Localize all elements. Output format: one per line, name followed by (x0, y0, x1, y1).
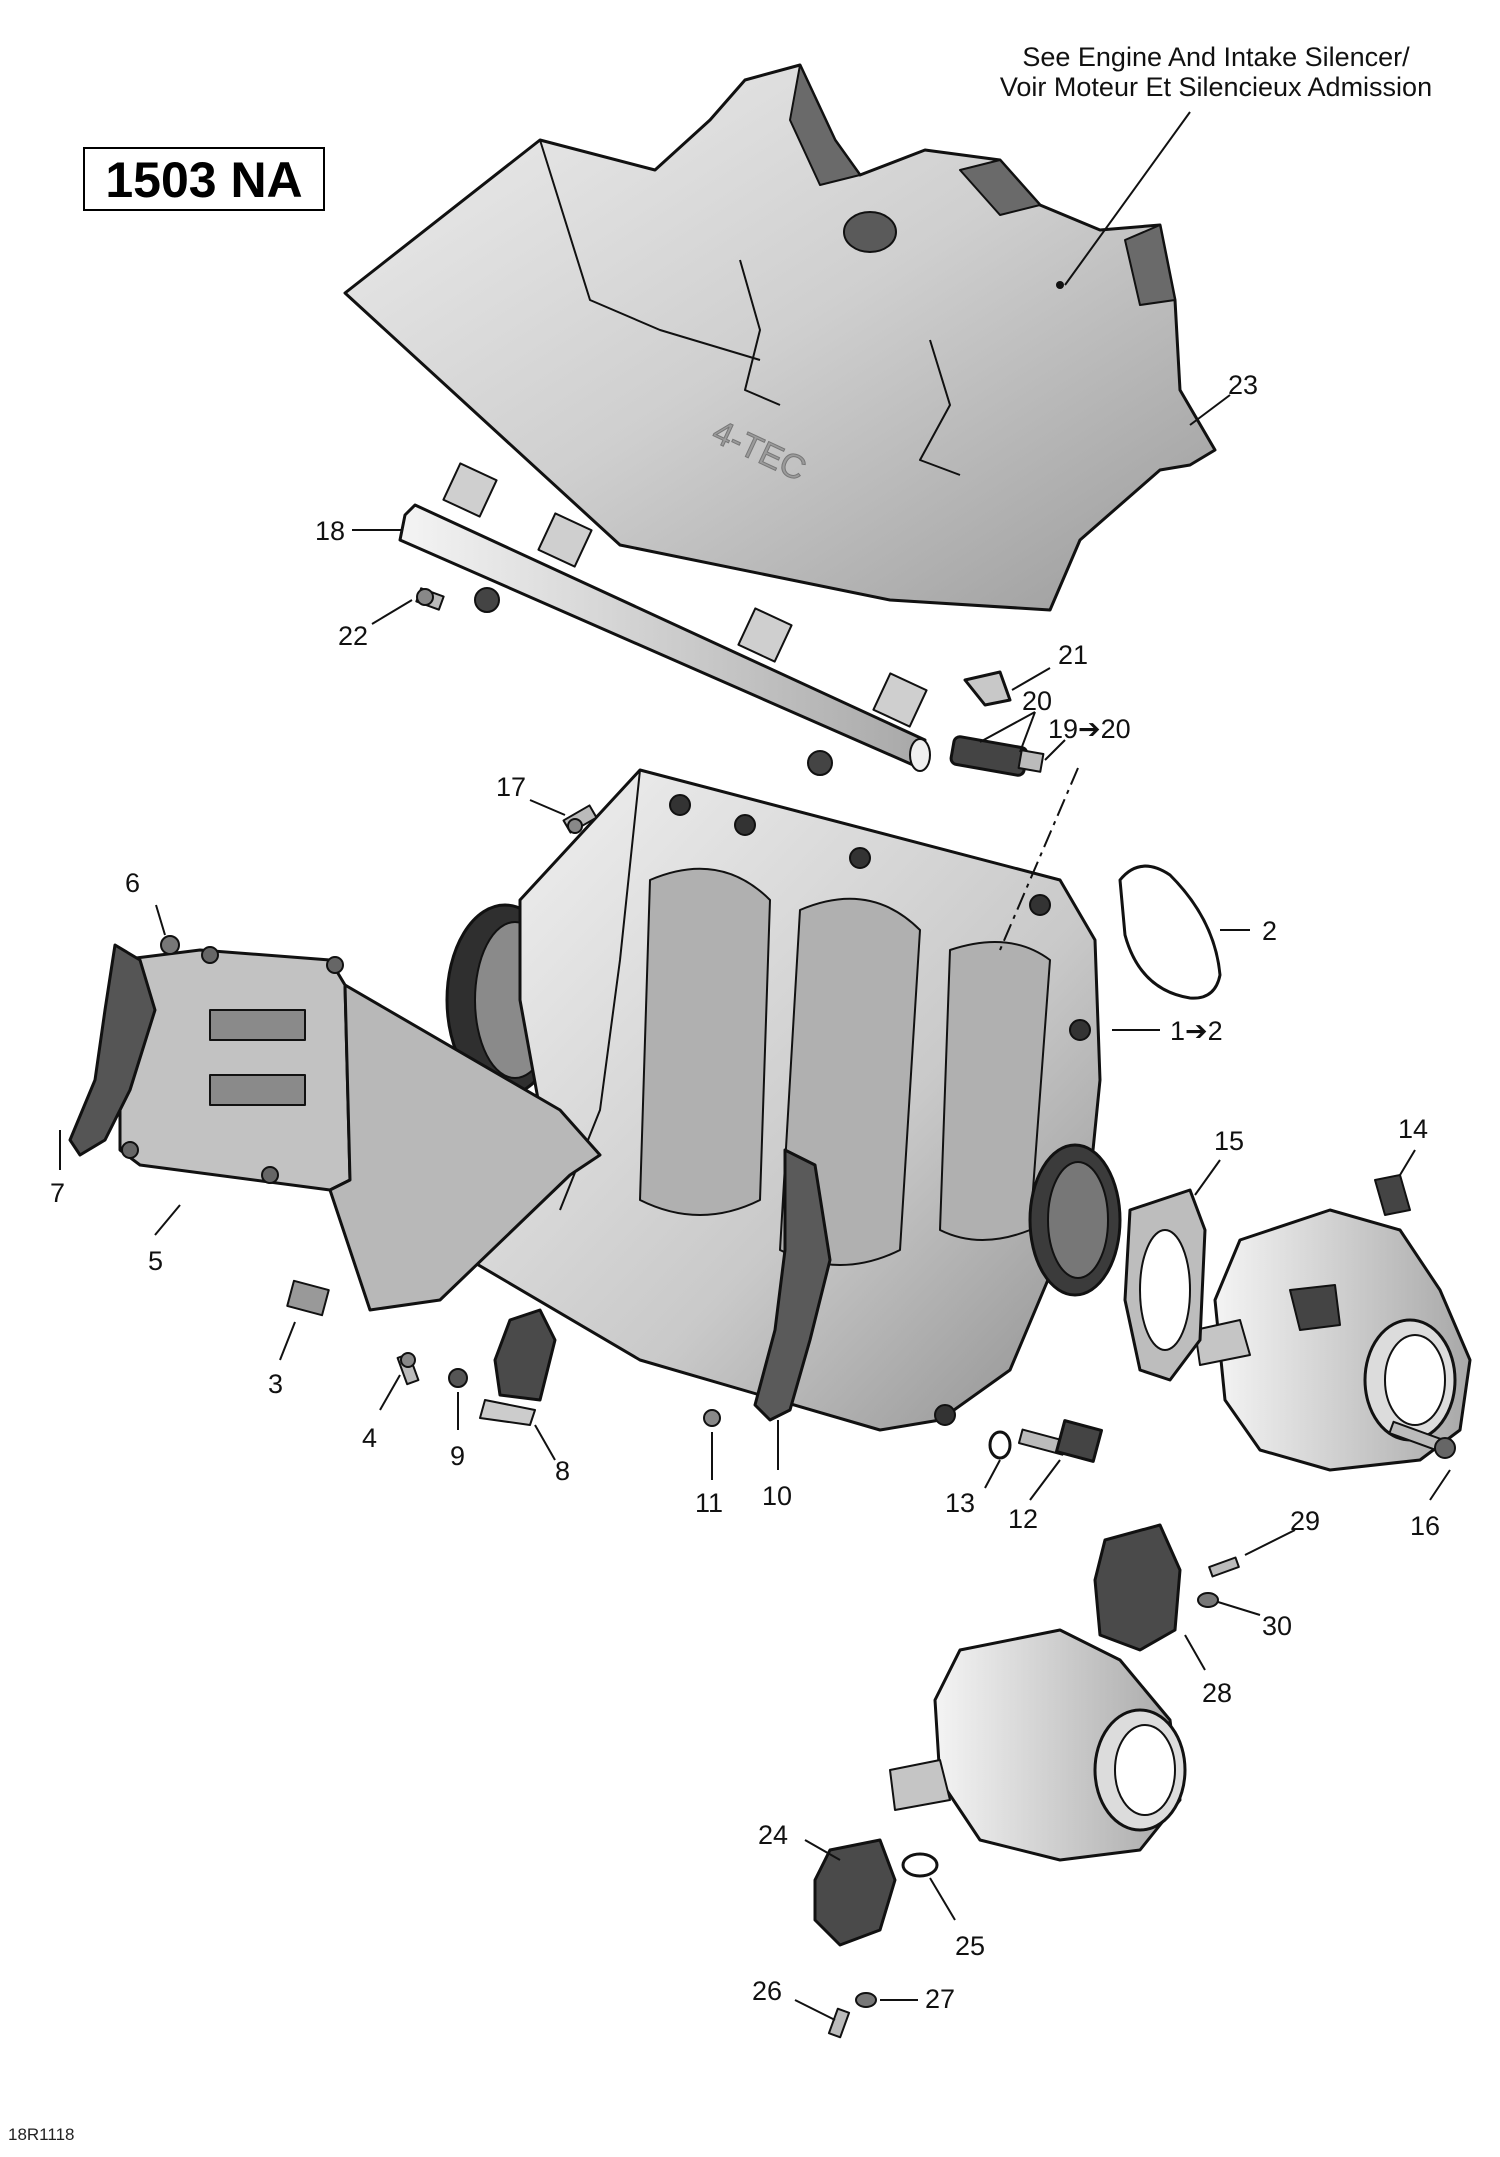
callouts: 1➔2 2 3 4 5 6 7 8 9 10 11 12 13 14 15 16… (50, 370, 1440, 2014)
harness-bracket-10 (753, 1148, 832, 1422)
callout-10: 10 (762, 1481, 792, 1511)
callout-1: 1➔2 (1170, 1016, 1223, 1046)
clip-21 (963, 670, 1012, 707)
bolt-22 (415, 587, 445, 611)
reference-note-line-2: Voir Moteur Et Silencieux Admission (1000, 72, 1432, 102)
callout-4: 4 (362, 1423, 377, 1453)
throttle-gasket-15 (1123, 1188, 1207, 1382)
bolt-6 (160, 935, 180, 955)
callout-26: 26 (752, 1976, 782, 2006)
figure-id: 18R1118 (8, 2125, 74, 2144)
bolt-9 (448, 1368, 468, 1388)
callout-11: 11 (695, 1488, 723, 1518)
ecm-bracket-3 (286, 983, 602, 1317)
callout-8: 8 (555, 1456, 570, 1486)
callout-27: 27 (925, 1984, 955, 2014)
model-label: 1503 NA (105, 152, 302, 208)
fuel-rail (398, 462, 931, 776)
leader-lines (59, 111, 1451, 2021)
callout-21: 21 (1058, 640, 1088, 670)
seal-2 (1118, 864, 1222, 1000)
callout-24: 24 (758, 1820, 788, 1850)
callout-9: 9 (450, 1441, 465, 1471)
throttle-body-lower (889, 1628, 1187, 1862)
throttle-body (1194, 1174, 1472, 1472)
injector-20 (949, 735, 1045, 777)
sensor-bracket-8 (479, 1308, 557, 1426)
washer-27 (855, 1992, 877, 2008)
callout-13: 13 (945, 1488, 975, 1518)
temperature-sensor-12 (1017, 1419, 1103, 1463)
callout-16: 16 (1410, 1511, 1440, 1541)
bolt-4 (396, 1352, 420, 1386)
screw-26 (827, 2007, 851, 2039)
callout-20: 20 (1022, 686, 1052, 716)
callout-30: 30 (1262, 1611, 1292, 1641)
callout-28: 28 (1202, 1678, 1232, 1708)
sensor-24 (813, 1838, 897, 1947)
callout-7: 7 (50, 1178, 65, 1208)
screw-29 (1208, 1556, 1240, 1578)
o-ring-13 (988, 1430, 1012, 1460)
callout-3: 3 (268, 1369, 283, 1399)
model-label-box (83, 147, 325, 211)
callout-19: 19➔20 (1048, 714, 1131, 744)
actuator-28 (1093, 1523, 1182, 1652)
bracket-7 (68, 943, 157, 1157)
callout-29: 29 (1290, 1506, 1320, 1536)
callout-23: 23 (1228, 370, 1258, 400)
callout-17: 17 (496, 772, 526, 802)
intake-manifold (445, 768, 1122, 1432)
bolt-17 (562, 804, 598, 834)
washer-30 (1197, 1592, 1219, 1608)
callout-15: 15 (1214, 1126, 1244, 1156)
callout-12: 12 (1008, 1504, 1038, 1534)
bolt-11 (703, 1409, 721, 1427)
engine-cover: 4-TEC (343, 63, 1217, 612)
bolt-16 (1388, 1420, 1456, 1459)
callout-5: 5 (148, 1246, 163, 1276)
callout-18: 18 (315, 516, 345, 546)
ecm-module (118, 946, 352, 1192)
callout-14: 14 (1398, 1114, 1428, 1144)
callout-25: 25 (955, 1931, 985, 1961)
callout-2: 2 (1262, 916, 1277, 946)
reference-note-line-1: See Engine And Intake Silencer/ (1022, 42, 1410, 72)
o-ring-25 (901, 1852, 939, 1878)
callout-6: 6 (125, 868, 140, 898)
callout-22: 22 (338, 621, 368, 651)
